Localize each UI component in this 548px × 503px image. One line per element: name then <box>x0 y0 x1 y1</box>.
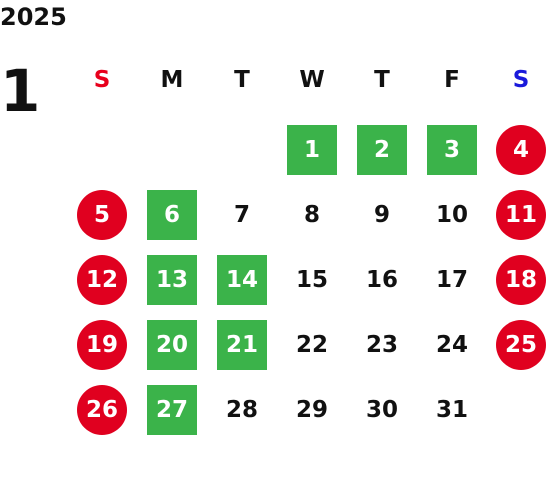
day-cell-5[interactable]: 5 <box>77 190 127 240</box>
day-cell-21[interactable]: 21 <box>217 320 267 370</box>
day-cell-4[interactable]: 4 <box>496 125 546 175</box>
weekday-header-sunday: S <box>93 67 111 93</box>
day-cell-1[interactable]: 1 <box>287 125 337 175</box>
day-cell-20[interactable]: 20 <box>147 320 197 370</box>
day-cell-22[interactable]: 22 <box>295 332 328 358</box>
day-cell-14[interactable]: 14 <box>217 255 267 305</box>
weekday-header-wednesday: W <box>299 67 325 93</box>
day-cell-31[interactable]: 31 <box>435 397 468 423</box>
day-cell-24[interactable]: 24 <box>435 332 468 358</box>
day-cell-11[interactable]: 11 <box>496 190 546 240</box>
weekday-header-monday: M <box>160 67 184 93</box>
day-cell-9[interactable]: 9 <box>373 202 390 228</box>
day-cell-19[interactable]: 19 <box>77 320 127 370</box>
day-cell-26[interactable]: 26 <box>77 385 127 435</box>
year-label: 2025 <box>0 3 67 31</box>
day-cell-16[interactable]: 16 <box>365 267 398 293</box>
day-cell-6[interactable]: 6 <box>147 190 197 240</box>
day-cell-28[interactable]: 28 <box>225 397 258 423</box>
day-cell-3[interactable]: 3 <box>427 125 477 175</box>
day-cell-30[interactable]: 30 <box>365 397 398 423</box>
weekday-header-saturday: S <box>512 67 530 93</box>
day-cell-10[interactable]: 10 <box>435 202 468 228</box>
day-cell-13[interactable]: 13 <box>147 255 197 305</box>
month-number: 1 <box>0 57 41 125</box>
day-cell-23[interactable]: 23 <box>365 332 398 358</box>
day-cell-2[interactable]: 2 <box>357 125 407 175</box>
day-cell-15[interactable]: 15 <box>295 267 328 293</box>
day-cell-17[interactable]: 17 <box>435 267 468 293</box>
day-cell-29[interactable]: 29 <box>295 397 328 423</box>
day-cell-12[interactable]: 12 <box>77 255 127 305</box>
day-cell-7[interactable]: 7 <box>233 202 250 228</box>
weekday-header-thursday: T <box>374 67 390 93</box>
day-cell-27[interactable]: 27 <box>147 385 197 435</box>
day-cell-8[interactable]: 8 <box>303 202 320 228</box>
weekday-header-tuesday: T <box>234 67 250 93</box>
day-cell-25[interactable]: 25 <box>496 320 546 370</box>
weekday-header-friday: F <box>444 67 460 93</box>
day-cell-18[interactable]: 18 <box>496 255 546 305</box>
